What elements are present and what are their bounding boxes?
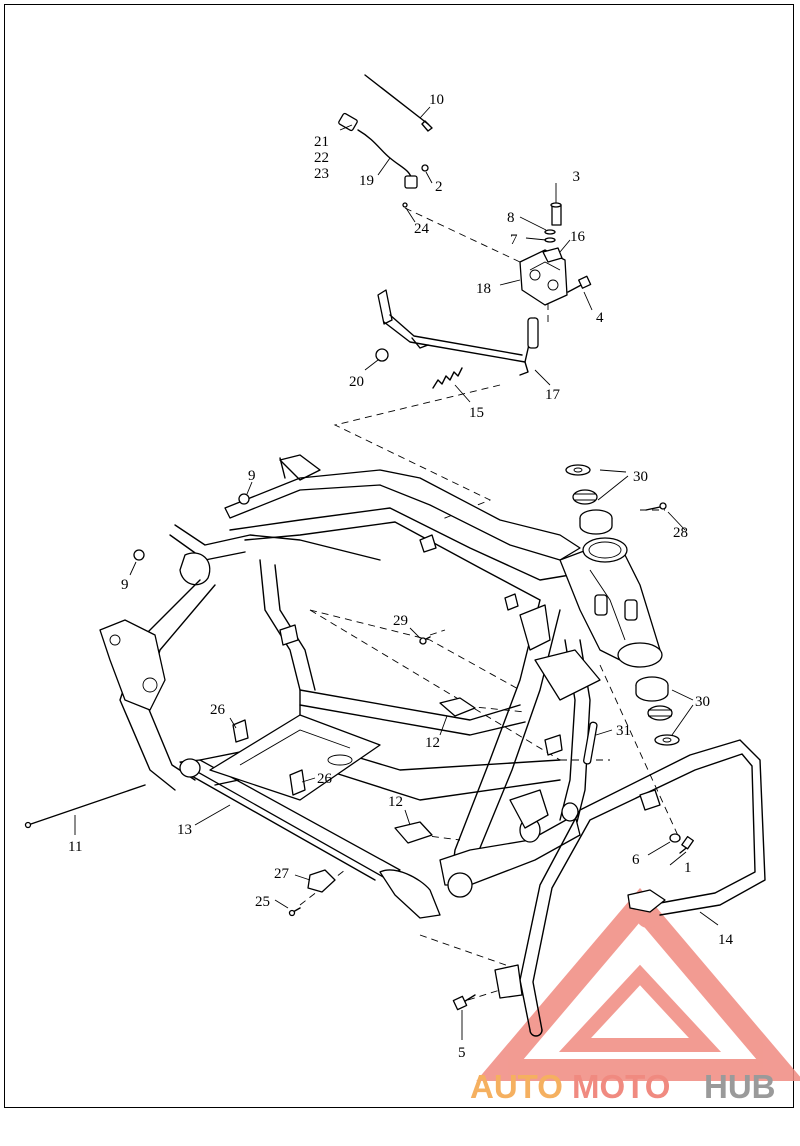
callout-18: 18: [476, 281, 491, 297]
callout-3: 3: [573, 169, 581, 185]
callout-29: 29: [393, 613, 408, 629]
watermark-logo: [476, 887, 800, 1081]
part-15-spring: [432, 367, 463, 389]
callout-2: 2: [435, 179, 443, 195]
callout-11: 11: [68, 839, 82, 855]
callout-27: 27: [274, 866, 290, 882]
part-10-rod: [364, 74, 433, 132]
part-18-pivot-bracket: [519, 202, 592, 306]
callout-12b: 12: [388, 794, 403, 810]
callout-10: 10: [429, 92, 444, 108]
callout-6: 6: [632, 852, 640, 868]
callout-leaders: [74, 106, 719, 1040]
callout-8: 8: [507, 210, 515, 226]
callout-9a: 9: [248, 468, 256, 484]
callout-9b: 9: [121, 577, 129, 593]
callout-13: 13: [177, 822, 192, 838]
callout-17: 17: [545, 387, 561, 403]
callout-19: 19: [359, 173, 374, 189]
callout-20: 20: [349, 374, 364, 390]
callout-25: 25: [255, 894, 270, 910]
callout-7: 7: [510, 232, 518, 248]
callout-26b: 26: [317, 771, 333, 787]
callout-5: 5: [458, 1045, 466, 1061]
callout-30a: 30: [633, 469, 648, 485]
part-14-crash-bar: [494, 739, 766, 1037]
part-19-sensor-harness: [338, 112, 429, 208]
callout-31: 31: [616, 723, 631, 739]
diagram-border: [4, 4, 794, 1108]
watermark-auto: AUTO: [470, 1068, 563, 1105]
watermark-hub: HUB: [704, 1068, 776, 1105]
part-30-steering-bearings: [565, 464, 680, 746]
callout-15: 15: [469, 405, 484, 421]
motorcycle-frame: [99, 454, 663, 919]
callout-21: 21: [314, 134, 329, 150]
callout-24: 24: [414, 221, 430, 237]
callout-12a: 12: [425, 735, 440, 751]
callout-16: 16: [570, 229, 586, 245]
small-hardware: [24, 493, 694, 1011]
part-17-lever-arm: [375, 289, 539, 376]
callout-1: 1: [684, 860, 692, 876]
callout-28: 28: [673, 525, 688, 541]
callout-23: 23: [314, 166, 329, 182]
callout-4: 4: [596, 310, 604, 326]
watermark-wordmark: AUTO MOTO HUB: [470, 1068, 776, 1105]
callout-labels: 1 2 3 4 5 6 7 8 9 9 10 11 12 12 13 14 15…: [68, 92, 734, 1061]
watermark-moto: MOTO: [572, 1068, 670, 1105]
callout-22: 22: [314, 150, 329, 166]
callout-30b: 30: [695, 694, 710, 710]
callout-26a: 26: [210, 702, 226, 718]
callout-14: 14: [718, 932, 734, 948]
